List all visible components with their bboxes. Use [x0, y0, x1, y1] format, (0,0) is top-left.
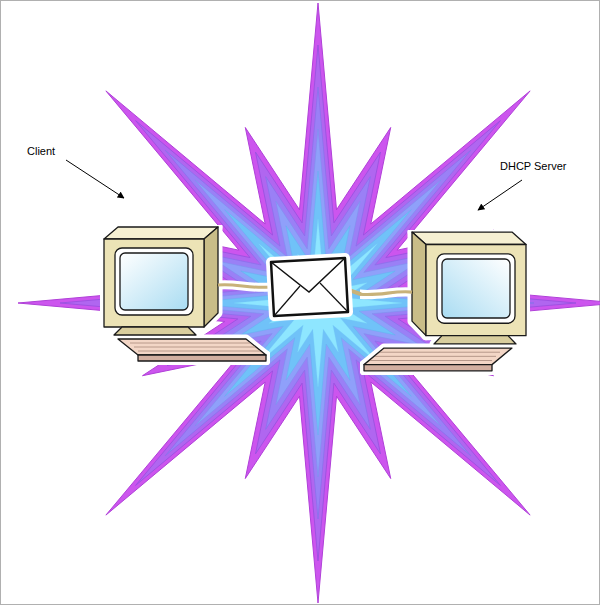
computer-node: DHCP Server — [360, 230, 530, 375]
edge-group — [270, 283, 360, 294]
device-label: DHCP Server — [500, 160, 595, 173]
network-cable — [270, 283, 360, 294]
envelope-body — [271, 258, 348, 316]
envelope-fold — [320, 283, 348, 312]
envelope-icon — [271, 258, 348, 316]
computer-icon — [360, 230, 530, 375]
computer-drawing — [360, 232, 526, 371]
envelope-halo — [271, 258, 348, 316]
star-layer — [102, 87, 534, 519]
envelope-flap — [271, 258, 345, 292]
leader-arrow — [66, 160, 124, 198]
computer-drawing — [104, 227, 270, 361]
device-label: Client — [27, 145, 97, 158]
computer-icon — [100, 225, 270, 365]
star-layer — [18, 3, 600, 603]
envelope-fold — [274, 286, 300, 316]
leader-arrow — [478, 180, 522, 210]
star-layer — [60, 45, 576, 561]
computer-node: Client — [100, 225, 270, 365]
